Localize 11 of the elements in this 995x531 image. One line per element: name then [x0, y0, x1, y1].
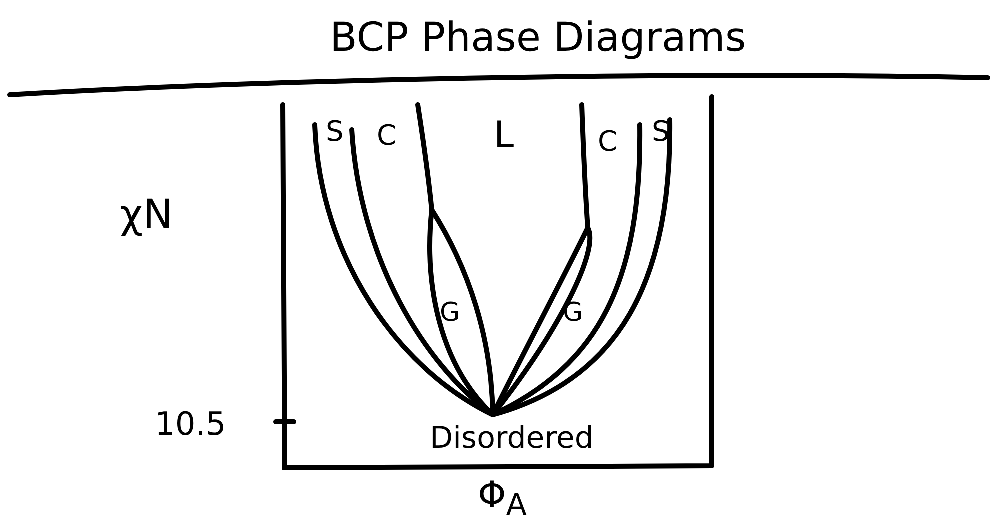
phase-label: C	[598, 128, 618, 156]
phase-label: Disordered	[430, 424, 594, 454]
phase-label: S	[652, 118, 670, 146]
phase-label: S	[326, 118, 344, 146]
tick-label: 10.5	[155, 408, 226, 440]
phase-label: G	[440, 300, 460, 326]
axis-label: Φ$_{A}$	[478, 478, 527, 522]
phase-label: C	[377, 122, 397, 150]
axis-label: χN	[120, 195, 174, 235]
phase-label: L	[494, 118, 514, 154]
title: BCP Phase Diagrams	[330, 18, 746, 58]
